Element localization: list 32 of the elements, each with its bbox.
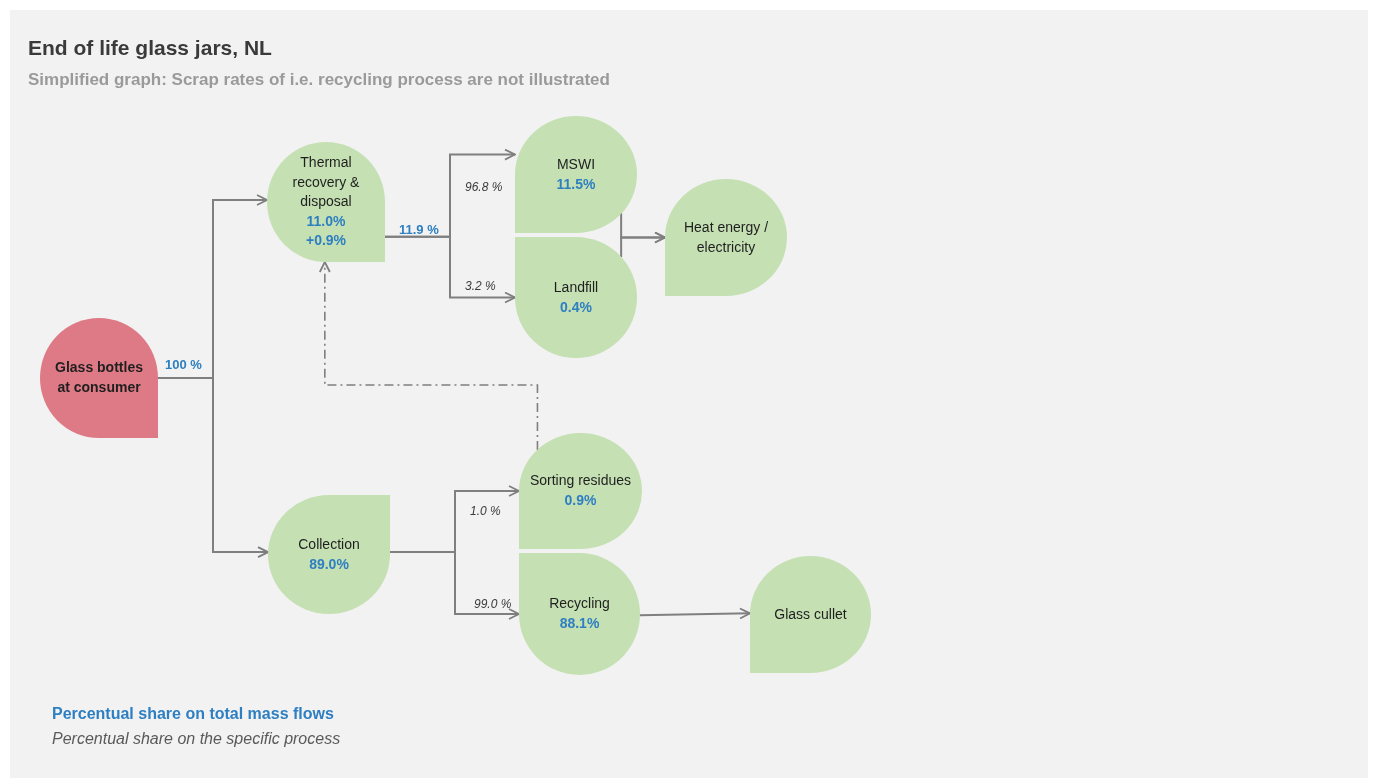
arrow [389, 551, 520, 620]
process-name: Sorting residues [529, 471, 632, 491]
note-text: Percentual share on the specific process [52, 730, 341, 748]
arrow [157, 377, 269, 558]
process-name: MSWI [556, 154, 596, 174]
process-name: Heat energy / electricity [682, 217, 770, 257]
flow-share-label: 11.9 % [399, 222, 439, 237]
arrow [620, 231, 666, 258]
percentage-value: +0.9% [305, 231, 347, 251]
process-name: Thermal recovery & disposal [291, 153, 361, 212]
process-name: Recycling [549, 594, 610, 614]
note-text: Percentual share on total mass flows [52, 705, 334, 723]
percentage-value: 0.9% [564, 491, 597, 510]
edge-label: 3.2 % [465, 279, 496, 293]
arrow [384, 235, 516, 304]
arrow [639, 607, 751, 620]
edge-label: 99.0 % [474, 597, 512, 611]
percentage-value: 11.0% [306, 211, 346, 231]
percentage-value: 11.5% [556, 174, 596, 194]
process-name: Glass cullet [774, 604, 847, 624]
process-name: Collection [298, 534, 360, 554]
percentage-value: 89.0% [309, 554, 349, 574]
percentage-value: 0.4% [560, 297, 592, 317]
edge-label: 1.0 % [470, 504, 501, 518]
flow-share-label: 100 % [165, 357, 202, 372]
edge-label: 96.8 % [465, 180, 503, 194]
dash-dot-arrow [318, 261, 539, 451]
diagram-title: End of life glass jars, NL [28, 36, 272, 60]
percentage-value: 88.1% [559, 614, 600, 633]
process-name: Glass bottles at consumer [54, 358, 144, 397]
process-name: Landfill [553, 277, 599, 297]
diagram-subtitle: Simplified graph: Scrap rates of i.e. recycling process are not illustrated [28, 70, 610, 90]
